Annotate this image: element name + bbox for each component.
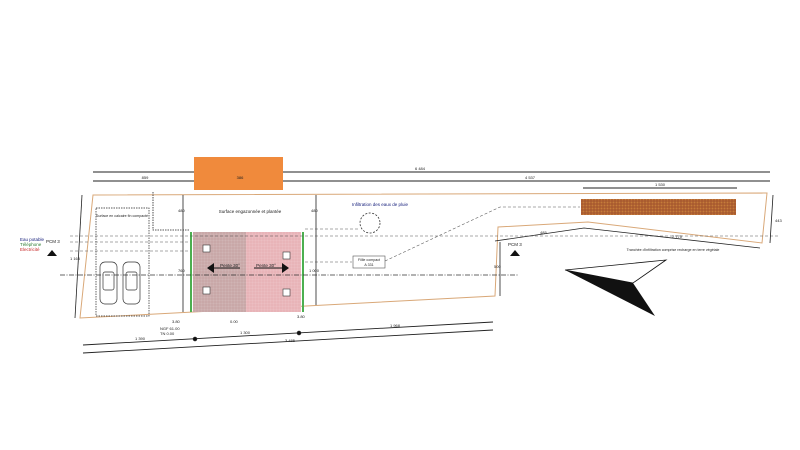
pente-left: Pente 30°	[220, 263, 240, 268]
filler-code: A 331	[364, 263, 373, 267]
bottom-dimensions	[82, 321, 494, 354]
level-2: 0.00	[230, 319, 239, 324]
house-grid	[193, 232, 301, 312]
pcm-right-label: PCM 3	[508, 242, 522, 247]
pcm-left-label: PCM 3	[46, 239, 60, 244]
dim-h-end: 443	[775, 218, 782, 223]
vertical-dimensions	[74, 194, 774, 319]
slope-dimension	[494, 227, 761, 249]
arrow-right-icon	[254, 263, 289, 273]
dim-top-right: 4 537	[525, 175, 536, 180]
pcm-left-marker-icon	[47, 250, 57, 256]
legend-eau: Eau potable	[20, 237, 45, 242]
parcel-boundary	[79, 192, 768, 319]
level-1: 3.80	[172, 319, 181, 324]
legend-telephone: Téléphone	[20, 242, 42, 247]
dim-h-house: 760	[178, 268, 185, 273]
filler-box	[352, 255, 386, 269]
green-surface-label: Surface engazonnée et plantée	[219, 209, 282, 214]
dim-h-pcm: 500	[494, 264, 501, 269]
legend-electricite: Electricité	[20, 247, 40, 252]
dim-h-right: 1 000	[309, 268, 320, 273]
filler-label: Fillle compact	[358, 258, 380, 262]
dim-h-mid: 480	[311, 208, 318, 213]
dim-bottom-b: 1 300	[240, 330, 251, 335]
dim-trench: 1 530	[655, 182, 666, 187]
north-arrow-icon	[564, 259, 668, 316]
dim-top-left: 859	[142, 175, 149, 180]
pente-right: Pente 30°	[256, 263, 276, 268]
dim-slope-b: 2 770	[672, 234, 683, 239]
parking-area	[95, 207, 150, 317]
dim-top-total: 6 484	[415, 166, 426, 171]
dim-h-left: 480	[178, 208, 185, 213]
ngf-label: NGF 61.00	[160, 326, 180, 331]
tranchee-label: Tranchée d'infiltration comprise recharg…	[627, 248, 720, 252]
infiltration-well	[359, 212, 381, 234]
garden-outline	[152, 192, 190, 231]
dim-bottom-total: 3 485	[285, 338, 296, 343]
pcm-right-marker-icon	[510, 250, 520, 256]
network-legend: Eau potable Téléphone Electricité	[20, 237, 45, 252]
infiltration-label: Infiltration des eaux de pluie	[352, 202, 409, 207]
dim-bottom-c: 1 968	[390, 323, 401, 328]
roof-block	[194, 157, 283, 190]
arrow-left-icon	[207, 263, 240, 273]
dim-h-side: 1 165	[70, 256, 81, 261]
parking-label: Surface en calcaire fin compacté	[96, 214, 148, 218]
network-lines	[70, 206, 780, 263]
skylight-icons	[202, 244, 291, 297]
dim-top-mid: 386	[237, 175, 244, 180]
tn-label: TN 0.00	[160, 331, 175, 336]
level-3: 3.80	[297, 314, 306, 319]
infiltration-trench	[581, 199, 736, 215]
dim-bottom-a: 1 390	[135, 336, 146, 341]
car-icon	[99, 261, 141, 305]
dim-slope-a: 485	[540, 230, 547, 235]
